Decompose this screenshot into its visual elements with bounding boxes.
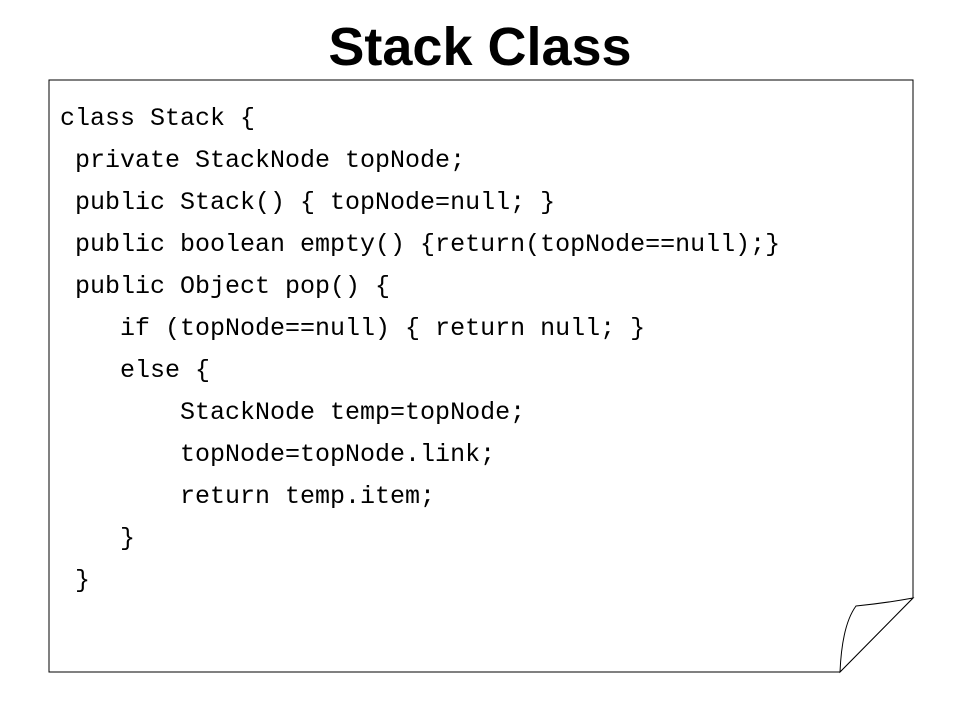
code-line: public boolean empty() {return(topNode==… <box>60 230 781 259</box>
code-line: return temp.item; <box>60 482 436 511</box>
code-line: class Stack { <box>60 104 256 133</box>
code-line: else { <box>60 356 211 385</box>
code-line: private StackNode topNode; <box>60 146 466 175</box>
code-line: public Object pop() { <box>60 272 391 301</box>
code-block: class Stack { private StackNode topNode;… <box>60 98 780 602</box>
code-line: topNode=topNode.link; <box>60 440 496 469</box>
code-line: if (topNode==null) { return null; } <box>60 314 646 343</box>
code-line: } <box>60 566 91 595</box>
page-curl <box>839 597 915 674</box>
code-line: public Stack() { topNode=null; } <box>60 188 556 217</box>
slide-title: Stack Class <box>328 17 632 77</box>
code-line: } <box>60 524 136 553</box>
code-line: StackNode temp=topNode; <box>60 398 526 427</box>
